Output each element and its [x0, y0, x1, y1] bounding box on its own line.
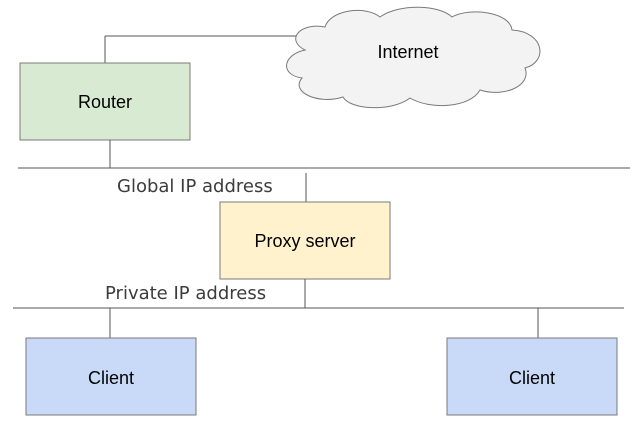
private-network: Private IP address	[13, 283, 624, 309]
router-label: Router	[78, 92, 132, 112]
client-right-box	[446, 337, 618, 416]
client-left-box	[25, 337, 197, 416]
proxy-server-node: Proxy server	[219, 201, 391, 280]
internet-label: Internet	[377, 42, 438, 62]
router-box	[19, 62, 191, 141]
client-left-label: Client	[88, 368, 134, 388]
client-right-node: Client	[446, 337, 618, 416]
global-network-label: Global IP address	[117, 176, 273, 197]
proxy-server-label: Proxy server	[254, 231, 355, 251]
cloud-icon	[286, 6, 541, 109]
global-network: Global IP address	[18, 167, 630, 197]
client-right-label: Client	[509, 368, 555, 388]
router-node: Router	[19, 62, 191, 141]
private-network-label: Private IP address	[105, 283, 266, 304]
router-internet-link	[104, 35, 310, 63]
client-left-node: Client	[25, 337, 197, 416]
proxy-server-box	[219, 201, 391, 280]
internet-cloud: Internet	[286, 6, 541, 109]
